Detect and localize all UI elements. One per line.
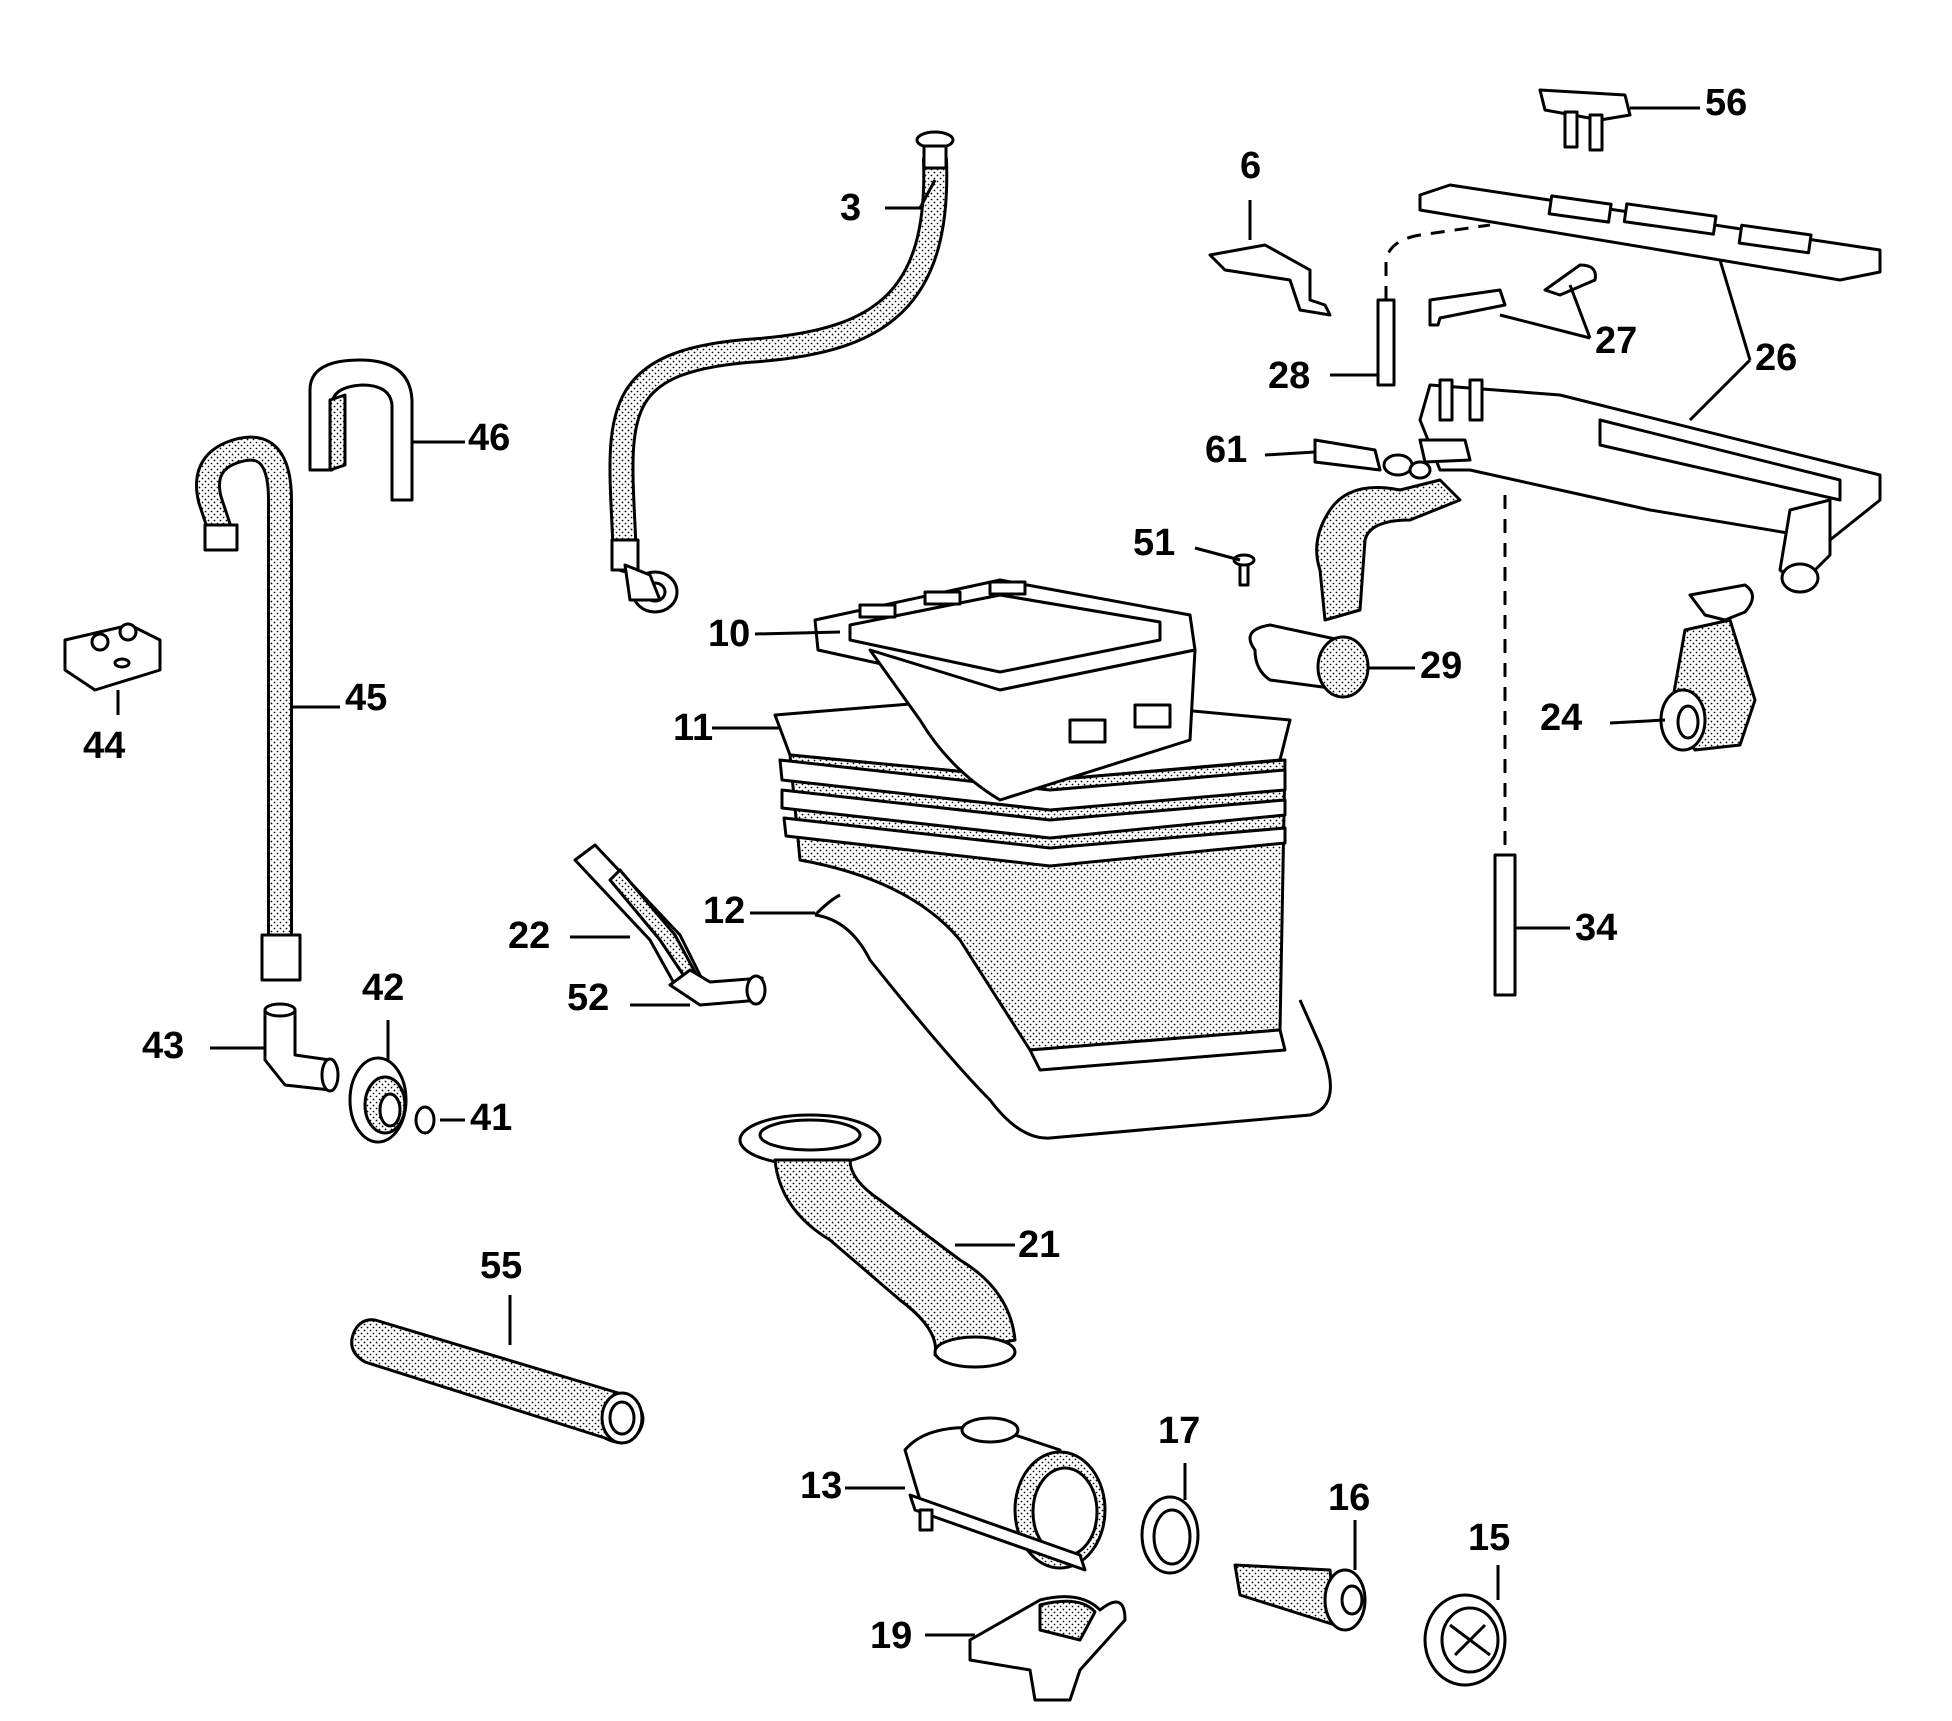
part-13-pump-housing [903, 1416, 1107, 1572]
callout-13: 13 [800, 1465, 842, 1507]
callout-28: 28 [1268, 355, 1310, 397]
part-15-filter-cap [1423, 1593, 1507, 1687]
callout-44: 44 [83, 725, 125, 767]
part-16-filter [1233, 1563, 1367, 1632]
part-29-bellows [1248, 478, 1462, 699]
part-3-inlet-hose [608, 130, 955, 614]
callout-16: 16 [1328, 1477, 1370, 1519]
part-56-valve [1538, 88, 1632, 152]
leader-lines [116, 106, 1752, 1637]
callout-19: 19 [870, 1615, 912, 1657]
callout-17: 17 [1158, 1410, 1200, 1452]
part-12-wire [813, 893, 1332, 1140]
part-51-screw [1232, 553, 1256, 587]
callout-21: 21 [1018, 1224, 1060, 1266]
part-6-bracket [1208, 243, 1332, 317]
callout-labels: 3 6 10 11 12 13 15 16 17 19 21 22 24 26 … [83, 82, 1797, 1657]
part-28-pin [1376, 223, 1491, 387]
callout-45: 45 [345, 677, 387, 719]
part-24-pressure-chamber [1659, 583, 1757, 752]
part-34-rod [1493, 495, 1517, 997]
callout-55: 55 [480, 1245, 522, 1287]
callout-29: 29 [1420, 645, 1462, 687]
part-46-hose-hanger [308, 358, 414, 502]
callout-51: 51 [1133, 522, 1175, 564]
callout-42: 42 [362, 967, 404, 1009]
part-44-clip [63, 622, 162, 692]
callout-11: 11 [673, 707, 713, 749]
callout-12: 12 [703, 890, 745, 932]
callout-41: 41 [470, 1097, 512, 1139]
part-43-elbow [263, 1002, 340, 1093]
callout-43: 43 [142, 1025, 184, 1067]
part-55-pipe [350, 1318, 645, 1445]
part-41-o-ring [414, 1105, 436, 1135]
part-19-pump-support [968, 1595, 1127, 1702]
part-21-duct [738, 1113, 1017, 1369]
callout-24: 24 [1540, 697, 1582, 739]
part-27-clips [1428, 263, 1597, 327]
callout-15: 15 [1468, 1517, 1510, 1559]
callout-3: 3 [840, 187, 861, 229]
callout-10: 10 [708, 613, 750, 655]
part-26-dispenser [1418, 183, 1882, 594]
callout-6: 6 [1240, 145, 1261, 187]
callout-56: 56 [1705, 82, 1747, 124]
callout-22: 22 [508, 915, 550, 957]
callout-34: 34 [1575, 907, 1617, 949]
part-45-drain-hose [195, 435, 302, 982]
callout-27: 27 [1595, 320, 1637, 362]
part-10-top-frame [813, 578, 1197, 802]
callout-46: 46 [468, 417, 510, 459]
part-42-nut [348, 1056, 408, 1144]
part-17-seal [1140, 1495, 1200, 1575]
part-61-connector [1313, 438, 1432, 480]
part-22-hose [573, 843, 707, 987]
callout-26: 26 [1755, 337, 1797, 379]
part-52-hose-bend [668, 968, 767, 1007]
callout-61: 61 [1205, 429, 1247, 471]
callout-52: 52 [567, 977, 609, 1019]
